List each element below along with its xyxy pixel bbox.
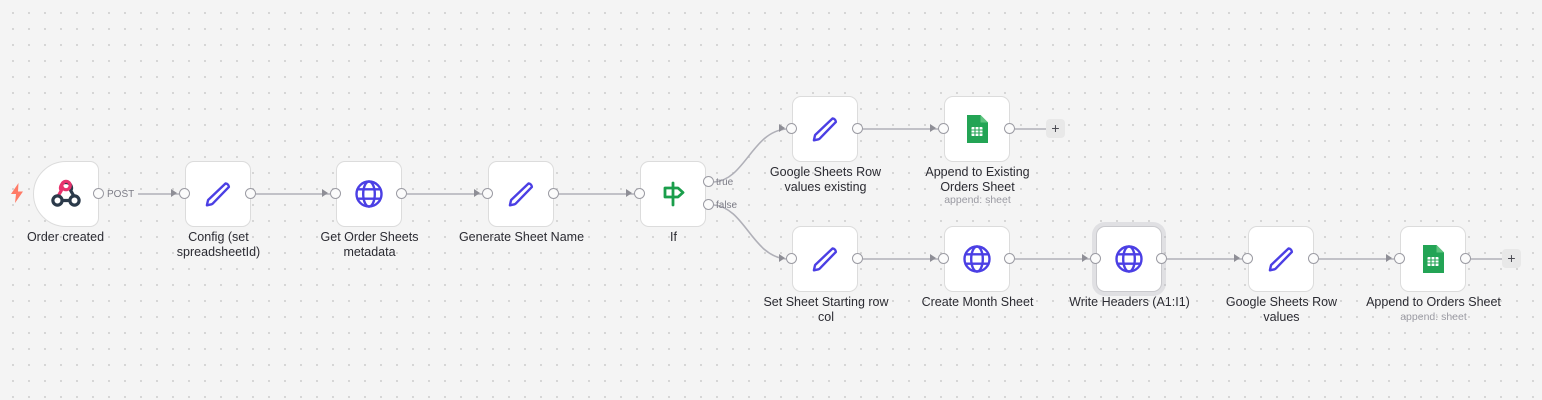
node-write-headers-a1i1[interactable] <box>1096 226 1162 292</box>
port-in-generate[interactable] <box>482 188 493 199</box>
node-label-generate-sheet-name: Generate Sheet Name <box>458 230 585 244</box>
add-node-button-after-append-existing[interactable]: + <box>1046 119 1065 138</box>
node-label-write-headers-a1i1: Write Headers (A1:I1) <box>1069 295 1190 309</box>
port-in-write-headers[interactable] <box>1090 253 1101 264</box>
google-sheets-icon <box>967 115 988 143</box>
arrowhead-append-existing-in <box>930 124 936 132</box>
arrowhead-set-start-in <box>779 254 785 262</box>
node-label-append-to-existing-orders-sheet: Append to Existing Orders Sheet <box>925 165 1030 194</box>
node-label-set-sheet-starting-row-col: Set Sheet Starting row col <box>763 295 889 324</box>
pencil-icon <box>205 182 231 207</box>
arrowhead-if-in <box>626 189 632 197</box>
arrowhead-get-metadata-in <box>322 189 328 197</box>
port-in-gs-row-existing[interactable] <box>786 123 797 134</box>
node-label-google-sheets-row-values: Google Sheets Row values <box>1225 295 1338 324</box>
node-if[interactable] <box>640 161 706 227</box>
arrowhead-gs-row-existing-in <box>779 124 785 132</box>
port-out-get-metadata[interactable] <box>396 188 407 199</box>
connection-label-false: false <box>716 200 738 211</box>
add-node-button-after-append-orders[interactable]: + <box>1502 249 1521 268</box>
pencil-icon <box>812 117 838 142</box>
connection-label-true: true <box>716 177 734 188</box>
port-out-if-true[interactable] <box>703 176 714 187</box>
port-in-set-start[interactable] <box>786 253 797 264</box>
globe-icon <box>963 245 991 273</box>
port-out-if-false[interactable] <box>703 199 714 210</box>
port-in-create-month[interactable] <box>938 253 949 264</box>
node-google-sheets-row-values[interactable] <box>1248 226 1314 292</box>
globe-icon <box>355 180 383 208</box>
node-label-config-set-spreadsheetid: Config (set spreadsheetId) <box>176 230 261 259</box>
port-out-gs-row-values[interactable] <box>1308 253 1319 264</box>
pencil-icon <box>812 247 838 272</box>
node-append-to-existing-orders-sheet[interactable] <box>944 96 1010 162</box>
arrowhead-append-orders-in <box>1386 254 1392 262</box>
node-sublabel-append-to-orders-sheet: append: sheet <box>1400 311 1467 323</box>
pencil-icon <box>1268 247 1294 272</box>
signpost-icon <box>663 181 685 207</box>
node-create-month-sheet[interactable] <box>944 226 1010 292</box>
globe-icon <box>1115 245 1143 273</box>
port-in-config[interactable] <box>179 188 190 199</box>
port-out-create-month[interactable] <box>1004 253 1015 264</box>
node-get-order-sheets-metadata[interactable] <box>336 161 402 227</box>
arrowhead-write-headers-in <box>1082 254 1088 262</box>
port-in-gs-row-values[interactable] <box>1242 253 1253 264</box>
arrowhead-config-in <box>171 189 177 197</box>
port-out-config[interactable] <box>245 188 256 199</box>
port-out-order-created[interactable] <box>93 188 104 199</box>
port-out-append-existing[interactable] <box>1004 123 1015 134</box>
port-in-append-orders[interactable] <box>1394 253 1405 264</box>
port-out-set-start[interactable] <box>852 253 863 264</box>
port-out-write-headers[interactable] <box>1156 253 1167 264</box>
port-out-gs-row-existing[interactable] <box>852 123 863 134</box>
webhook-icon <box>51 179 81 207</box>
node-sublabel-append-to-existing-orders-sheet: append: sheet <box>944 194 1011 206</box>
node-config-set-spreadsheetid[interactable] <box>185 161 251 227</box>
node-label-google-sheets-row-values-existing: Google Sheets Row values existing <box>769 165 882 194</box>
node-set-sheet-starting-row-col[interactable] <box>792 226 858 292</box>
node-label-order-created: Order created <box>26 230 105 244</box>
port-in-get-metadata[interactable] <box>330 188 341 199</box>
node-label-create-month-sheet: Create Month Sheet <box>921 295 1034 309</box>
arrowhead-generate-in <box>474 189 480 197</box>
pencil-icon <box>508 182 534 207</box>
port-in-append-existing[interactable] <box>938 123 949 134</box>
node-generate-sheet-name[interactable] <box>488 161 554 227</box>
lightning-bolt-icon <box>11 183 23 203</box>
google-sheets-icon <box>1423 245 1444 273</box>
arrowhead-gs-row-values-in <box>1234 254 1240 262</box>
node-append-to-orders-sheet[interactable] <box>1400 226 1466 292</box>
node-label-append-to-orders-sheet: Append to Orders Sheet <box>1366 295 1501 309</box>
arrowhead-create-month-in <box>930 254 936 262</box>
node-label-if: If <box>670 230 677 244</box>
port-out-generate[interactable] <box>548 188 559 199</box>
node-order-created[interactable] <box>33 161 99 227</box>
node-google-sheets-row-values-existing[interactable] <box>792 96 858 162</box>
port-in-if[interactable] <box>634 188 645 199</box>
connection-label-post: POST <box>107 189 135 200</box>
port-out-append-orders[interactable] <box>1460 253 1471 264</box>
node-label-get-order-sheets-metadata: Get Order Sheets metadata <box>320 230 419 259</box>
